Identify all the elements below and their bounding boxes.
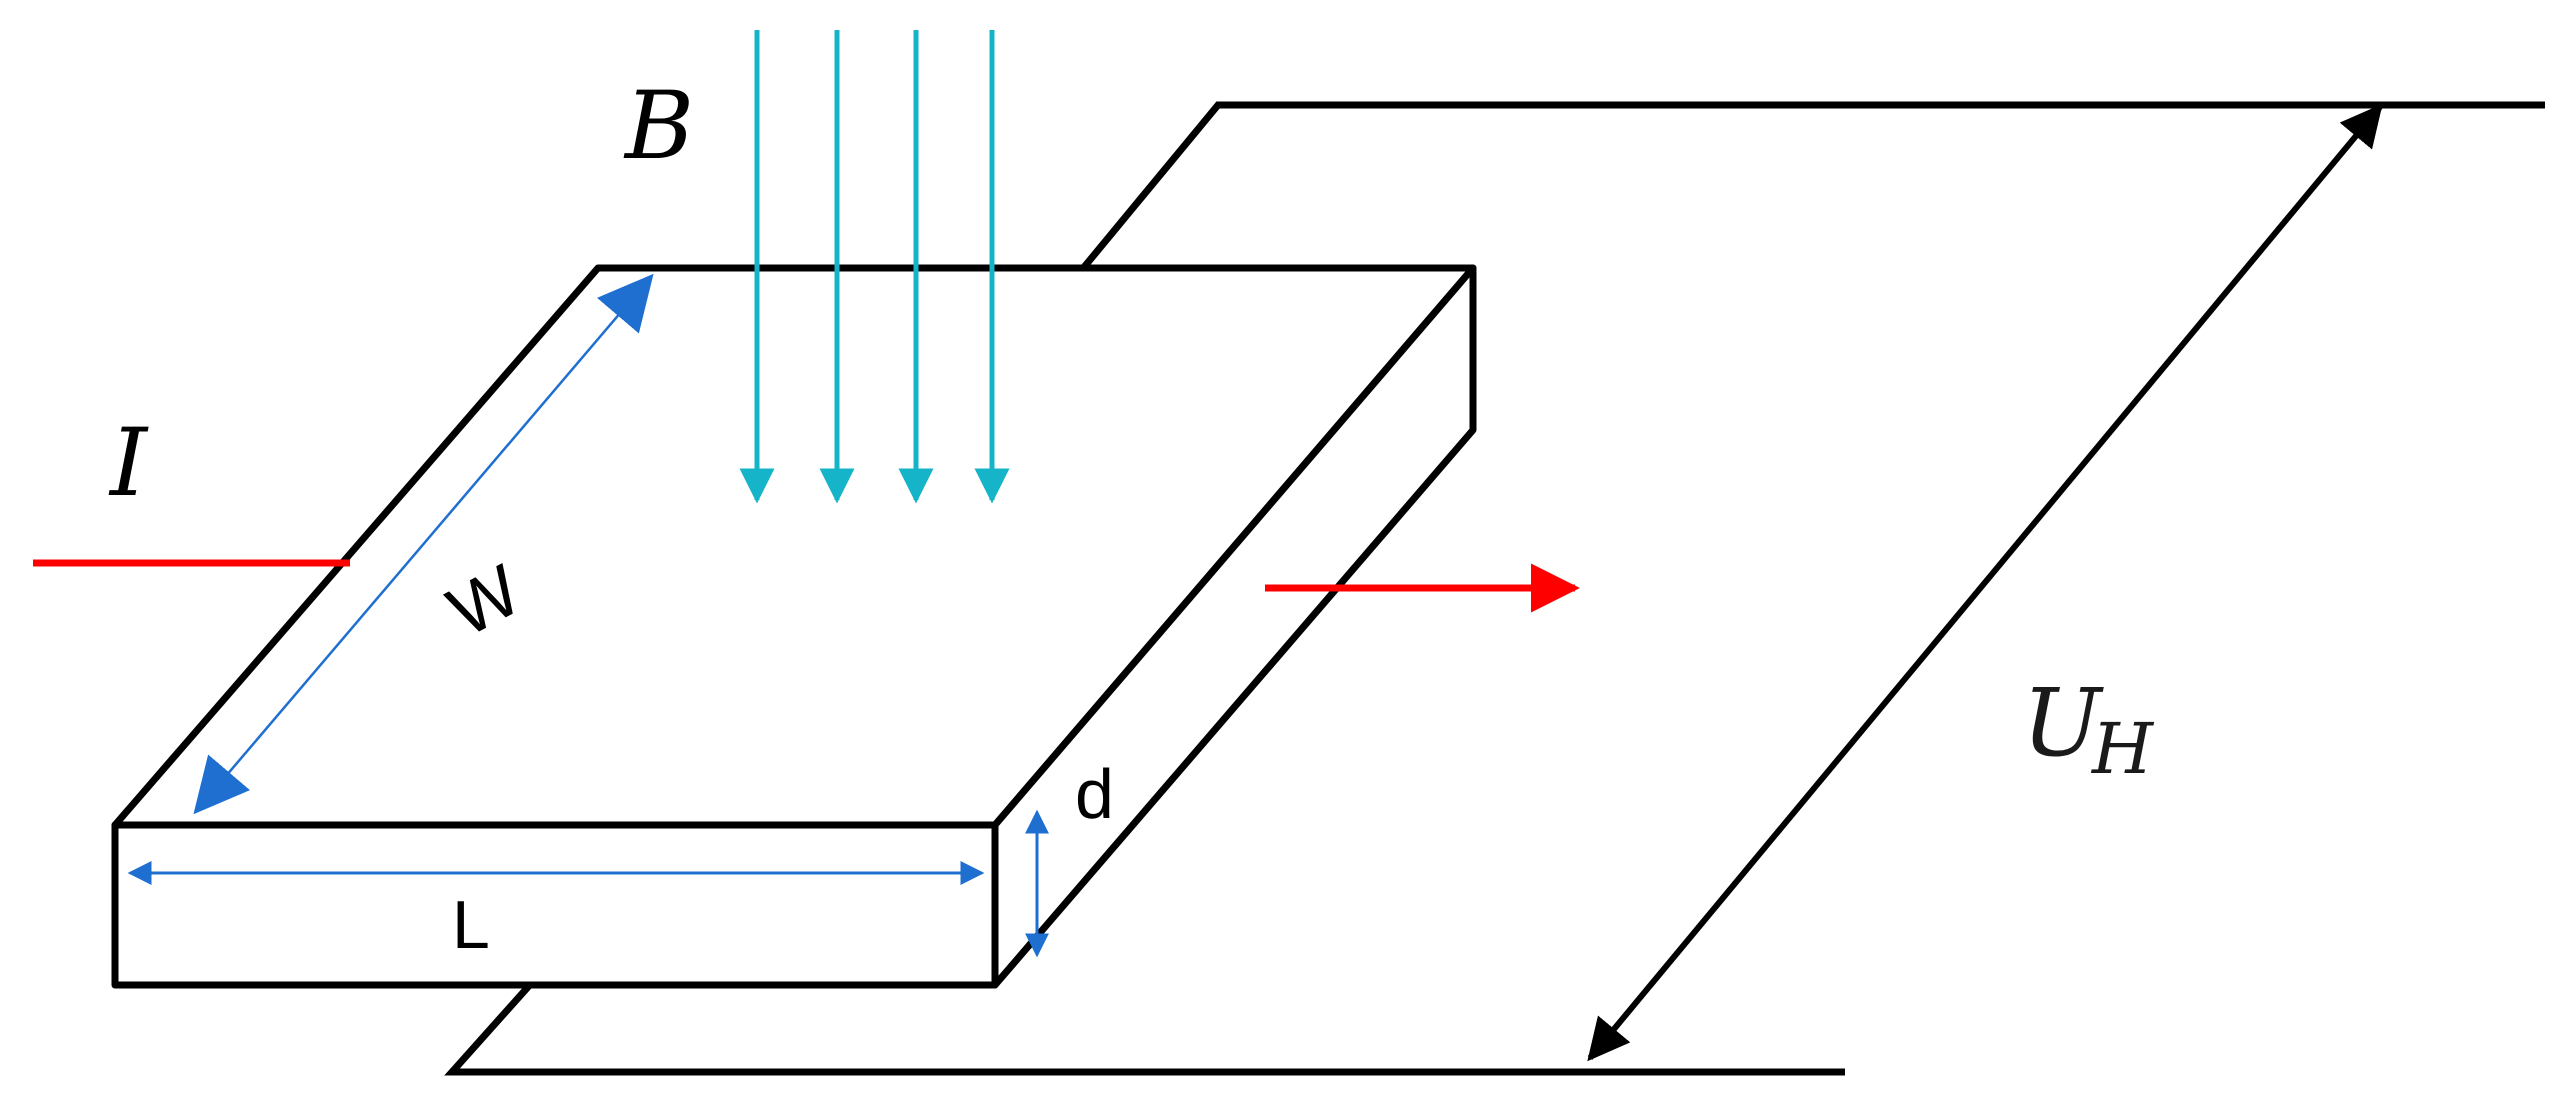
label-i: I — [108, 409, 149, 518]
label-d: d — [1075, 755, 1114, 833]
label-b: B — [623, 72, 694, 181]
plate-front-face — [111, 821, 999, 989]
label-hall-voltage-main: U — [2022, 669, 2104, 778]
magnetic-field-arrows — [739, 30, 1010, 504]
width-dimension-arrow-icon — [193, 273, 654, 815]
label-hall-voltage-sub: H — [2090, 708, 2155, 790]
label-l: L — [452, 887, 490, 963]
dimension-arrows — [127, 273, 1049, 958]
hall-plate — [111, 264, 1477, 989]
hall-voltage-arrow-icon — [1587, 103, 2383, 1062]
top-lead-wire — [1077, 101, 2545, 275]
label-hall-voltage: U H — [2022, 669, 2155, 790]
plate-side-face — [991, 264, 1477, 989]
